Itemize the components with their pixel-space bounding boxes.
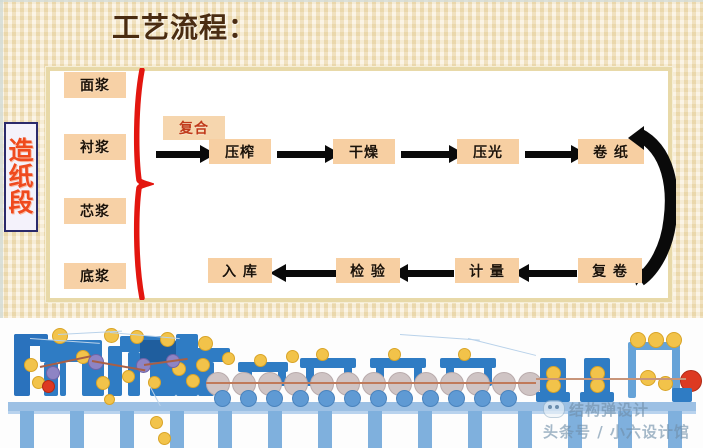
- dryer-roll: [448, 390, 465, 407]
- guide-roll: [198, 336, 213, 351]
- machine-frame: [108, 346, 122, 396]
- flow-box-inspect[interactable]: 检 验: [336, 258, 400, 283]
- dryer-roll: [266, 390, 283, 407]
- guide-roll: [254, 354, 267, 367]
- section-label-char-3: 段: [8, 187, 34, 217]
- guide-roll: [52, 328, 68, 344]
- guide-roll: [24, 358, 38, 372]
- paper-machine-illustration: [0, 318, 703, 448]
- dryer-roll: [214, 390, 231, 407]
- page-title: 工艺流程：: [112, 11, 258, 44]
- machine-frame: [238, 362, 288, 372]
- guide-roll: [104, 394, 115, 405]
- guide-roll: [186, 374, 200, 388]
- machine-leg: [618, 411, 632, 448]
- guide-roll: [148, 376, 161, 389]
- flow-box-warehouse[interactable]: 入 库: [208, 258, 272, 283]
- machine-leg: [468, 411, 482, 448]
- flow-box-rewind[interactable]: 复 卷: [578, 258, 642, 283]
- machine-frame: [14, 334, 30, 396]
- guide-roll: [458, 348, 471, 361]
- flow-box-press[interactable]: 压榨: [209, 139, 271, 164]
- dryer-roll: [344, 390, 361, 407]
- guide-roll: [316, 348, 329, 361]
- flow-note-composite: 复合: [163, 116, 225, 140]
- guide-roll: [196, 358, 210, 372]
- flow-box-input-2[interactable]: 衬浆: [64, 134, 126, 160]
- flow-box-input-4[interactable]: 底浆: [64, 263, 126, 289]
- dryer-roll: [500, 390, 517, 407]
- machine-calender-base: [580, 392, 614, 402]
- paper-web: [206, 382, 536, 384]
- machine-leg: [318, 411, 332, 448]
- machine-frame: [440, 358, 496, 368]
- dryer-roll: [292, 390, 309, 407]
- reel-base: [672, 388, 692, 402]
- machine-leg: [120, 411, 134, 448]
- machine-frame: [306, 366, 314, 386]
- calender-roll: [546, 378, 561, 393]
- guide-roll: [150, 416, 163, 429]
- guide-roll: [286, 350, 299, 363]
- machine-leg: [268, 411, 282, 448]
- machine-frame: [300, 358, 356, 368]
- flow-box-meter[interactable]: 计 量: [455, 258, 519, 283]
- dryer-roll: [370, 390, 387, 407]
- section-label-char-2: 纸: [8, 162, 34, 192]
- flow-box-calender[interactable]: 压光: [457, 139, 519, 164]
- indicator-light: [42, 380, 55, 393]
- machine-leg: [218, 411, 232, 448]
- guide-roll: [96, 376, 110, 390]
- reel-roll: [666, 332, 682, 348]
- reel-frame: [672, 348, 680, 398]
- machine-leg: [368, 411, 382, 448]
- dryer-roll: [396, 390, 413, 407]
- guide-roll: [122, 370, 135, 383]
- calender-roll: [590, 378, 605, 393]
- machine-frame: [370, 358, 426, 368]
- guide-roll: [158, 432, 171, 445]
- flow-box-dry[interactable]: 干燥: [333, 139, 395, 164]
- dryer-roll: [474, 390, 491, 407]
- section-label-char-1: 造: [8, 136, 34, 166]
- reel-roll: [648, 332, 664, 348]
- guide-roll: [222, 352, 235, 365]
- reel-roll: [630, 332, 646, 348]
- reel-frame: [628, 348, 636, 398]
- flow-box-input-3[interactable]: 芯浆: [64, 198, 126, 224]
- machine-frame: [14, 334, 48, 346]
- dryer-roll: [318, 390, 335, 407]
- guide-roll: [388, 348, 401, 361]
- dryer-roll: [422, 390, 439, 407]
- machine-leg: [518, 411, 532, 448]
- machine-calender-base: [536, 392, 570, 402]
- machine-leg: [170, 411, 184, 448]
- paper-web: [536, 378, 686, 380]
- machine-leg: [668, 411, 682, 448]
- dryer-roll: [240, 390, 257, 407]
- machine-frame: [60, 362, 66, 396]
- merge-brace: [130, 67, 156, 301]
- slide-left-edge: [0, 0, 3, 318]
- slide-top-edge: [0, 0, 703, 2]
- press-roll: [46, 366, 60, 380]
- machine-leg: [20, 411, 34, 448]
- machine-leg: [70, 411, 84, 448]
- guide-roll: [160, 332, 175, 347]
- machine-leg: [418, 411, 432, 448]
- section-label-papermaking: 造 纸 段: [4, 122, 38, 232]
- machine-leg: [568, 411, 582, 448]
- guide-roll: [130, 330, 144, 344]
- machine-frame: [278, 370, 286, 386]
- flow-box-input-1[interactable]: 面浆: [64, 72, 126, 98]
- machine-platform-shadow: [8, 411, 696, 414]
- machine-frame: [484, 366, 492, 386]
- flow-box-reel[interactable]: 卷 纸: [578, 139, 644, 164]
